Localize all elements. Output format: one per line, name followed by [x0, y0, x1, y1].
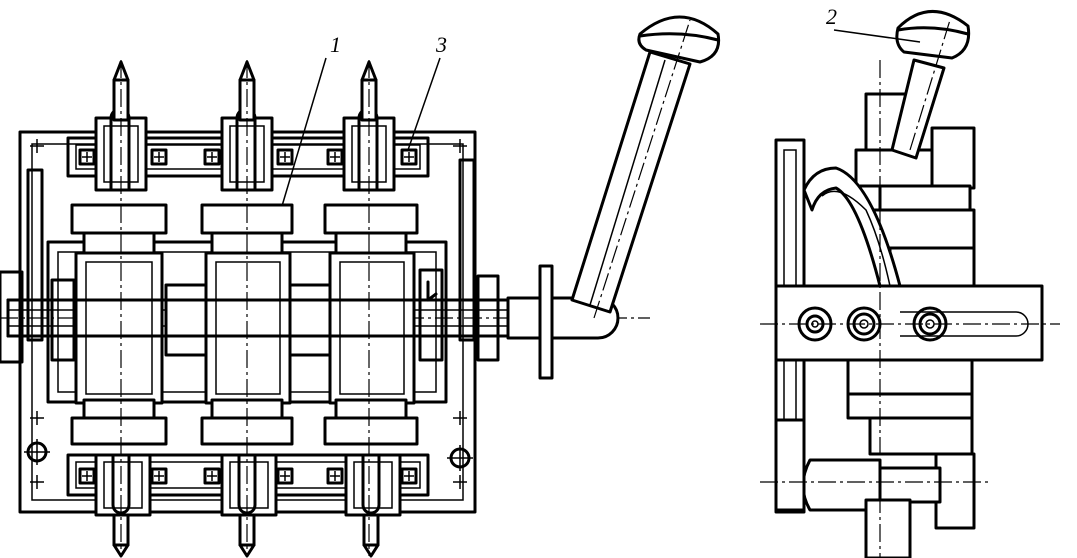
callout-2: 2 [826, 4, 837, 29]
leader-line-2 [833, 29, 921, 43]
bottom-contacts [94, 453, 402, 558]
side-handle [890, 10, 971, 160]
top-contacts [94, 60, 396, 192]
front-view: 1 3 [0, 15, 721, 558]
operating-handle [506, 15, 721, 380]
pole-3 [323, 203, 419, 446]
callout-3: 3 [435, 32, 447, 57]
side-view: 2 [760, 4, 1060, 558]
mounting-holes [24, 139, 473, 489]
side-cross-block [774, 284, 1044, 362]
callout-1: 1 [330, 32, 341, 57]
pole-1 [70, 203, 168, 446]
leader-line-3 [407, 57, 441, 151]
left-side-bar [26, 168, 44, 342]
right-side-bar [458, 158, 476, 342]
leader-line-1 [281, 57, 327, 207]
strip-screws [78, 148, 418, 485]
left-shaft-end [0, 270, 24, 364]
